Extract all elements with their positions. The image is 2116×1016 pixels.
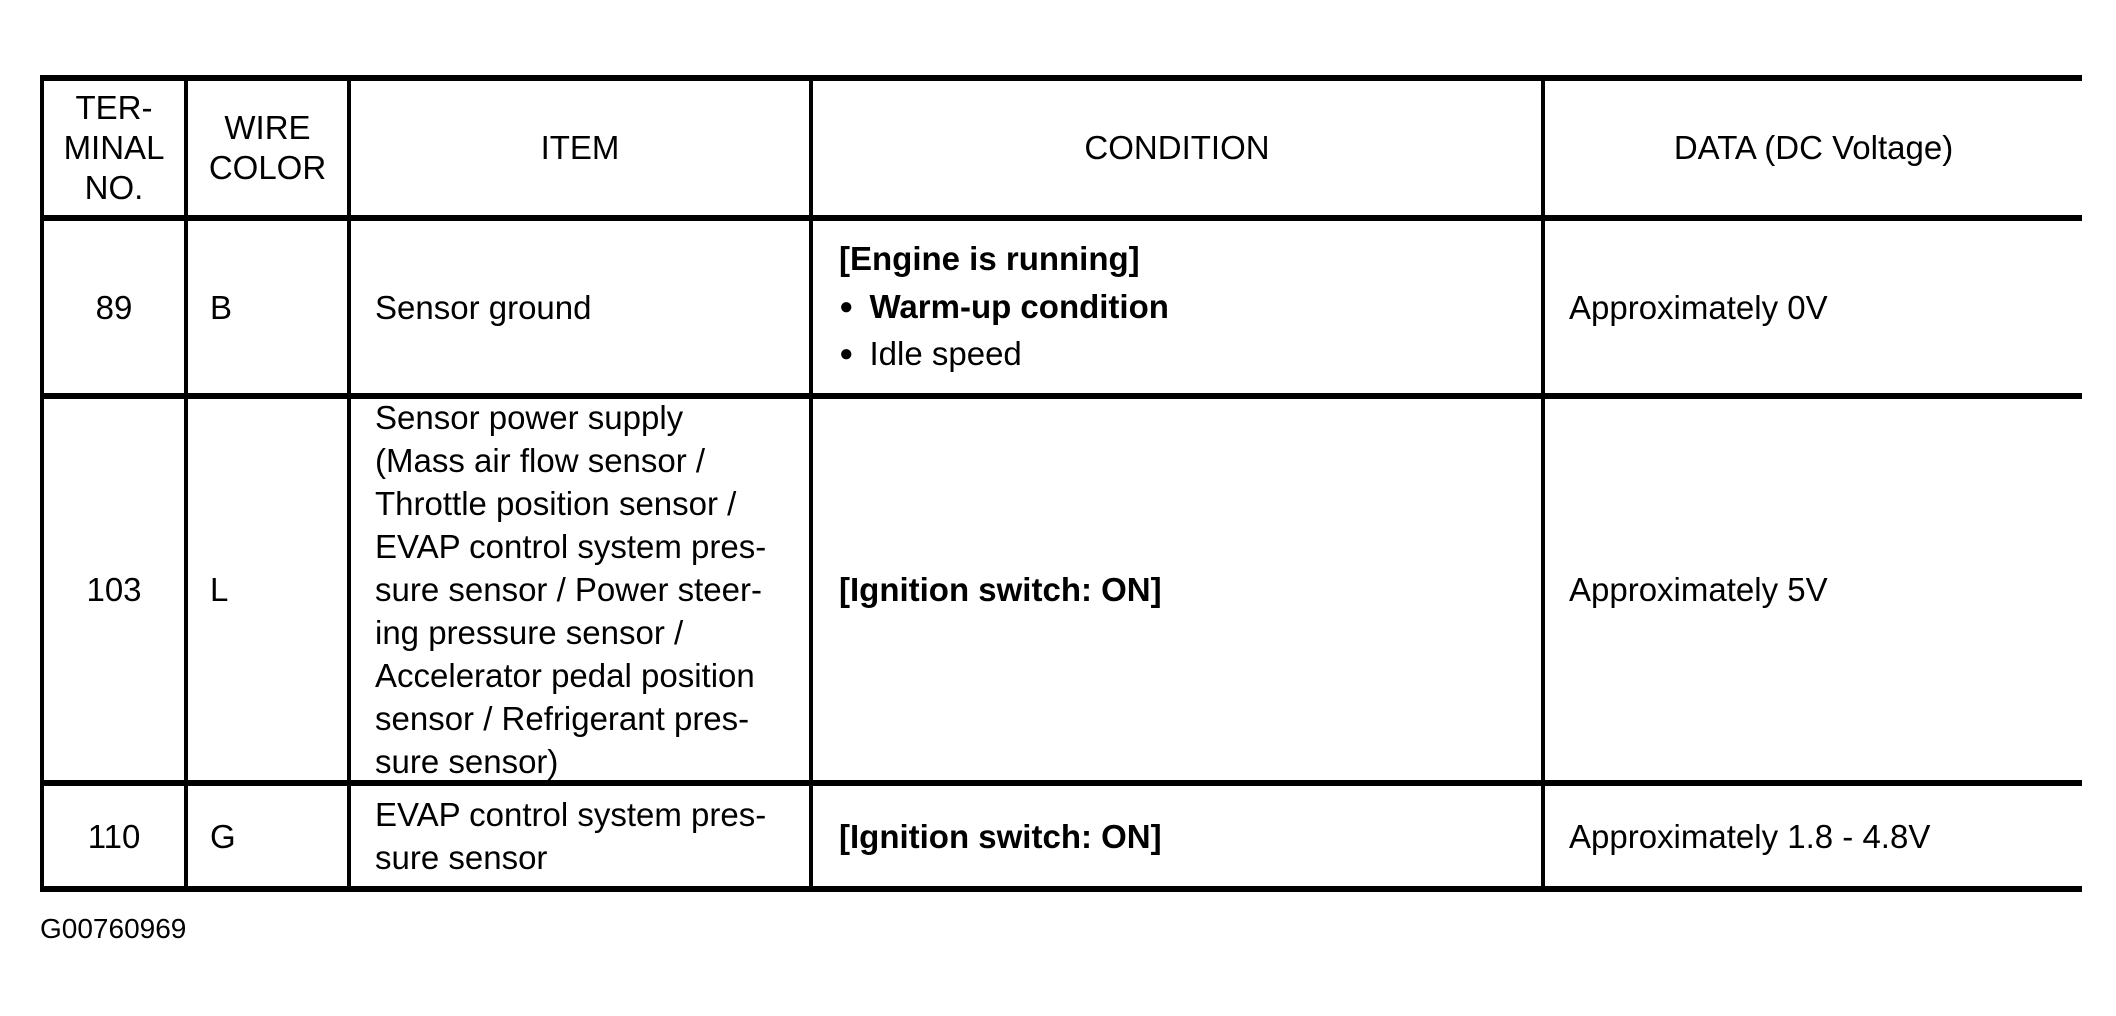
condition-heading: [Engine is running] xyxy=(839,240,1140,277)
bullet-icon: ● xyxy=(839,292,854,320)
condition-bullet-line: ● Warm-up condition xyxy=(839,285,1541,328)
column-header-wire-color: WIRE COLOR xyxy=(188,81,351,221)
wire-color-cell: G xyxy=(188,786,351,892)
data-cell: Approximately 0V xyxy=(1545,221,2082,399)
item-cell: Sensor ground xyxy=(351,221,813,399)
condition-bullet-text: Idle speed xyxy=(869,335,1022,372)
item-cell: Sensor power supply (Mass air flow senso… xyxy=(351,399,813,786)
data-cell: Approximately 1.8 - 4.8V xyxy=(1545,786,2082,892)
condition-cell: [Ignition switch: ON] xyxy=(813,399,1545,786)
condition-bullet-line: ● Idle speed xyxy=(839,332,1541,375)
item-cell: EVAP control system pres- sure sensor xyxy=(351,786,813,892)
column-header-terminal-no: TER- MINAL NO. xyxy=(44,81,188,221)
column-header-condition: CONDITION xyxy=(813,81,1545,221)
data-cell: Approximately 5V xyxy=(1545,399,2082,786)
condition-cell: [Ignition switch: ON] xyxy=(813,786,1545,892)
condition-bullet-text: Warm-up condition xyxy=(869,287,1169,325)
condition-cell: [Engine is running] ● Warm-up condition … xyxy=(813,221,1545,399)
figure-id: G00760969 xyxy=(40,913,187,944)
terminal-data-table: TER- MINAL NO. WIRE COLOR ITEM CONDITION… xyxy=(40,75,2082,892)
wire-color-cell: L xyxy=(188,399,351,786)
terminal-no-cell: 103 xyxy=(44,399,188,786)
wire-color-cell: B xyxy=(188,221,351,399)
column-header-item: ITEM xyxy=(351,81,813,221)
terminal-no-cell: 89 xyxy=(44,221,188,399)
terminal-no-cell: 110 xyxy=(44,786,188,892)
column-header-data: DATA (DC Voltage) xyxy=(1545,81,2082,221)
bullet-icon: ● xyxy=(839,340,854,367)
